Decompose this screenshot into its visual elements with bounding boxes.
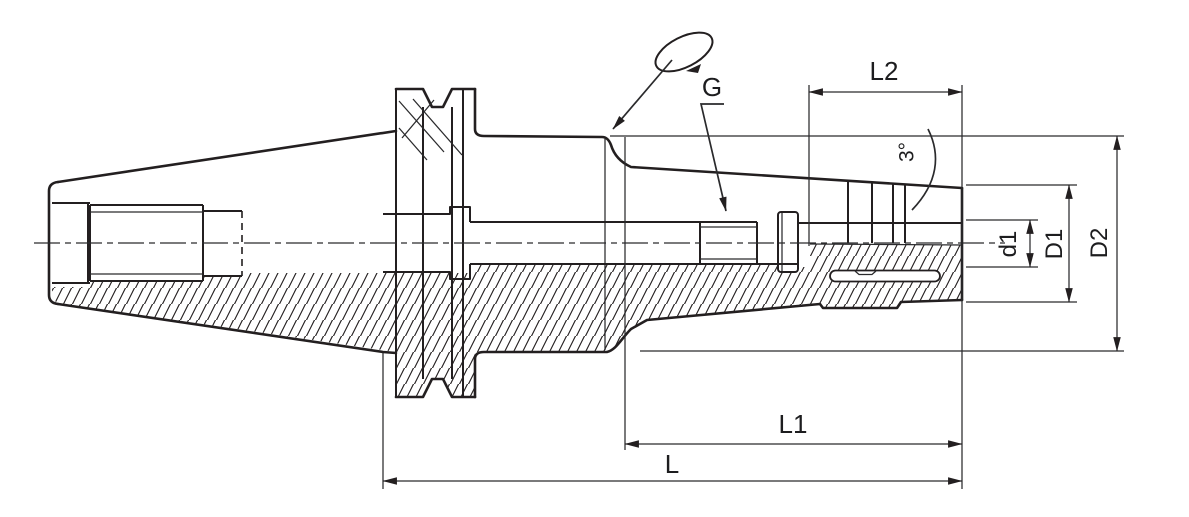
dim-label-d1-small: d1 xyxy=(995,230,1022,258)
angle-label: 3° xyxy=(895,141,919,163)
rotation-symbol xyxy=(612,31,714,130)
collet-slot xyxy=(829,269,941,283)
body-bottom-profile xyxy=(473,298,964,399)
thread-leader-line xyxy=(699,103,727,212)
taper-angle-arc xyxy=(911,128,937,211)
tool-body-outline xyxy=(47,87,964,399)
flange-keyway-marks xyxy=(398,98,463,161)
section-hatch xyxy=(51,244,962,397)
dim-label-l1: L1 xyxy=(778,409,808,439)
thread-label: G xyxy=(701,72,723,102)
rotation-direction-arrow xyxy=(686,64,701,73)
nose-grooves xyxy=(847,181,906,243)
dimensions xyxy=(382,85,1124,489)
dim-label-l2: L2 xyxy=(869,56,899,86)
shank-bore xyxy=(89,204,204,282)
flange-bottom-profile xyxy=(394,377,477,399)
bore-step-upper xyxy=(383,206,471,222)
stop-collar xyxy=(777,211,799,273)
body-top-profile xyxy=(473,87,964,190)
internal-parts xyxy=(777,211,941,283)
shank-bore-step xyxy=(203,210,242,277)
flange-top-profile xyxy=(394,87,477,109)
dim-label-d1: D1 xyxy=(1041,228,1068,260)
dim-label-d2: D2 xyxy=(1086,227,1113,259)
section-boundary-line xyxy=(809,243,963,246)
taper-shank-bottom-edge xyxy=(56,302,398,355)
dim-label-l: L xyxy=(664,449,680,479)
bore-step-lower xyxy=(383,264,471,280)
collet-slot-step xyxy=(854,270,877,276)
taper-shank-top-edge xyxy=(56,129,398,184)
